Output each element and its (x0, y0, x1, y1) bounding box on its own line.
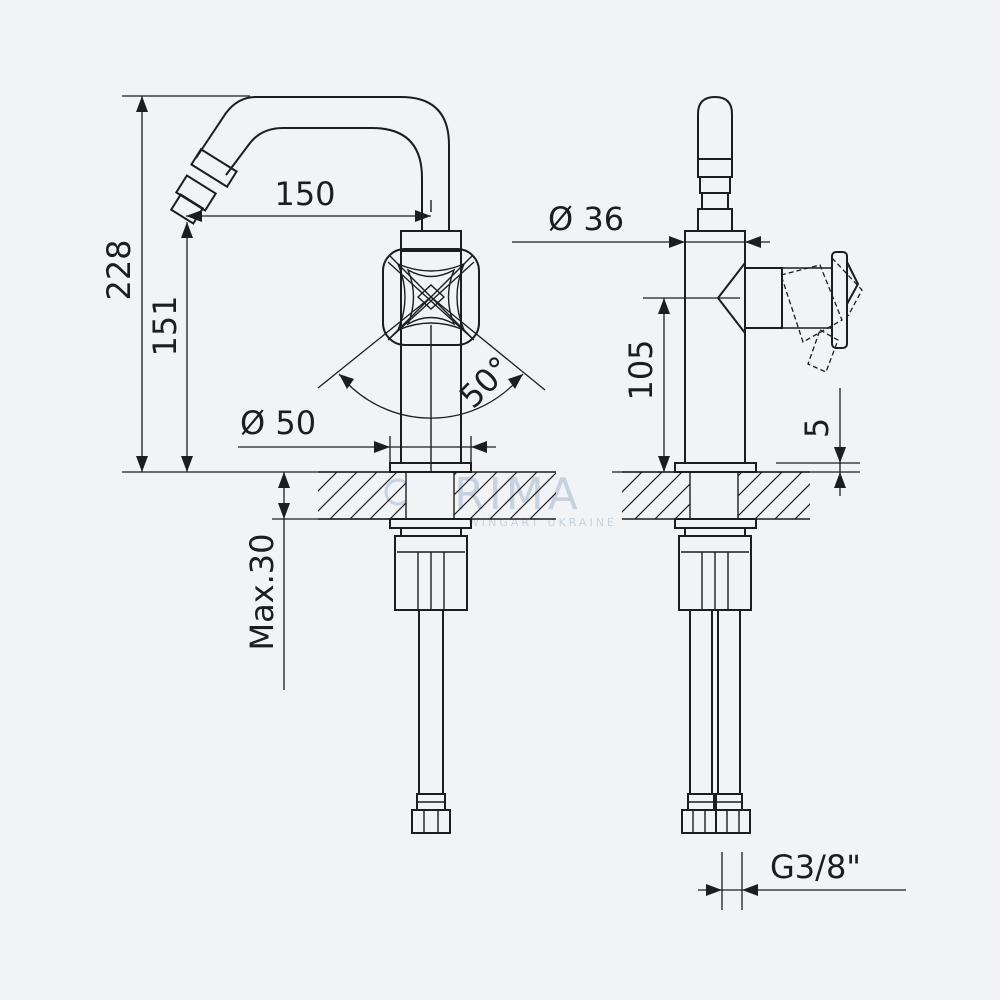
label-handle-axis-height: 105 (622, 339, 660, 400)
dimension-spout-reach: 150 (186, 175, 431, 222)
dimension-base-diameter: Ø 50 (238, 325, 496, 472)
label-spout-height: 151 (146, 295, 184, 356)
dimension-spout-height: 151 (146, 222, 193, 472)
handle-side (716, 251, 863, 373)
mounting-nut-left (389, 518, 472, 611)
dimension-base-gap: 5 (756, 388, 860, 496)
label-spout-reach: 150 (274, 175, 335, 213)
label-body-diameter: Ø 36 (548, 200, 624, 238)
mounting-nut-right (674, 518, 757, 611)
bidet-spout (169, 96, 450, 231)
dimension-hose-connection: G3/8" (698, 848, 906, 910)
spout-side (697, 95, 733, 232)
supply-hose-left (411, 610, 451, 834)
supply-hoses-right (681, 610, 751, 834)
label-total-height: 228 (100, 239, 138, 300)
front-view: 228 151 150 50° (100, 95, 556, 834)
label-base-diameter: Ø 50 (240, 404, 316, 442)
counter-slab-right (622, 470, 810, 521)
counter-slab-left (318, 470, 556, 521)
mixer-body-side (674, 230, 757, 473)
dimension-total-height: 228 (100, 95, 395, 473)
side-view: Ø 36 105 5 G3/8" (512, 95, 906, 910)
dimension-handle-axis-height: 105 (612, 297, 740, 473)
label-hose-connection: G3/8" (770, 848, 861, 886)
label-base-gap: 5 (798, 418, 836, 438)
dimension-body-diameter: Ø 36 (512, 200, 770, 248)
dimension-max-thickness: Max.30 (243, 472, 398, 690)
label-max-thickness: Max.30 (243, 533, 281, 650)
